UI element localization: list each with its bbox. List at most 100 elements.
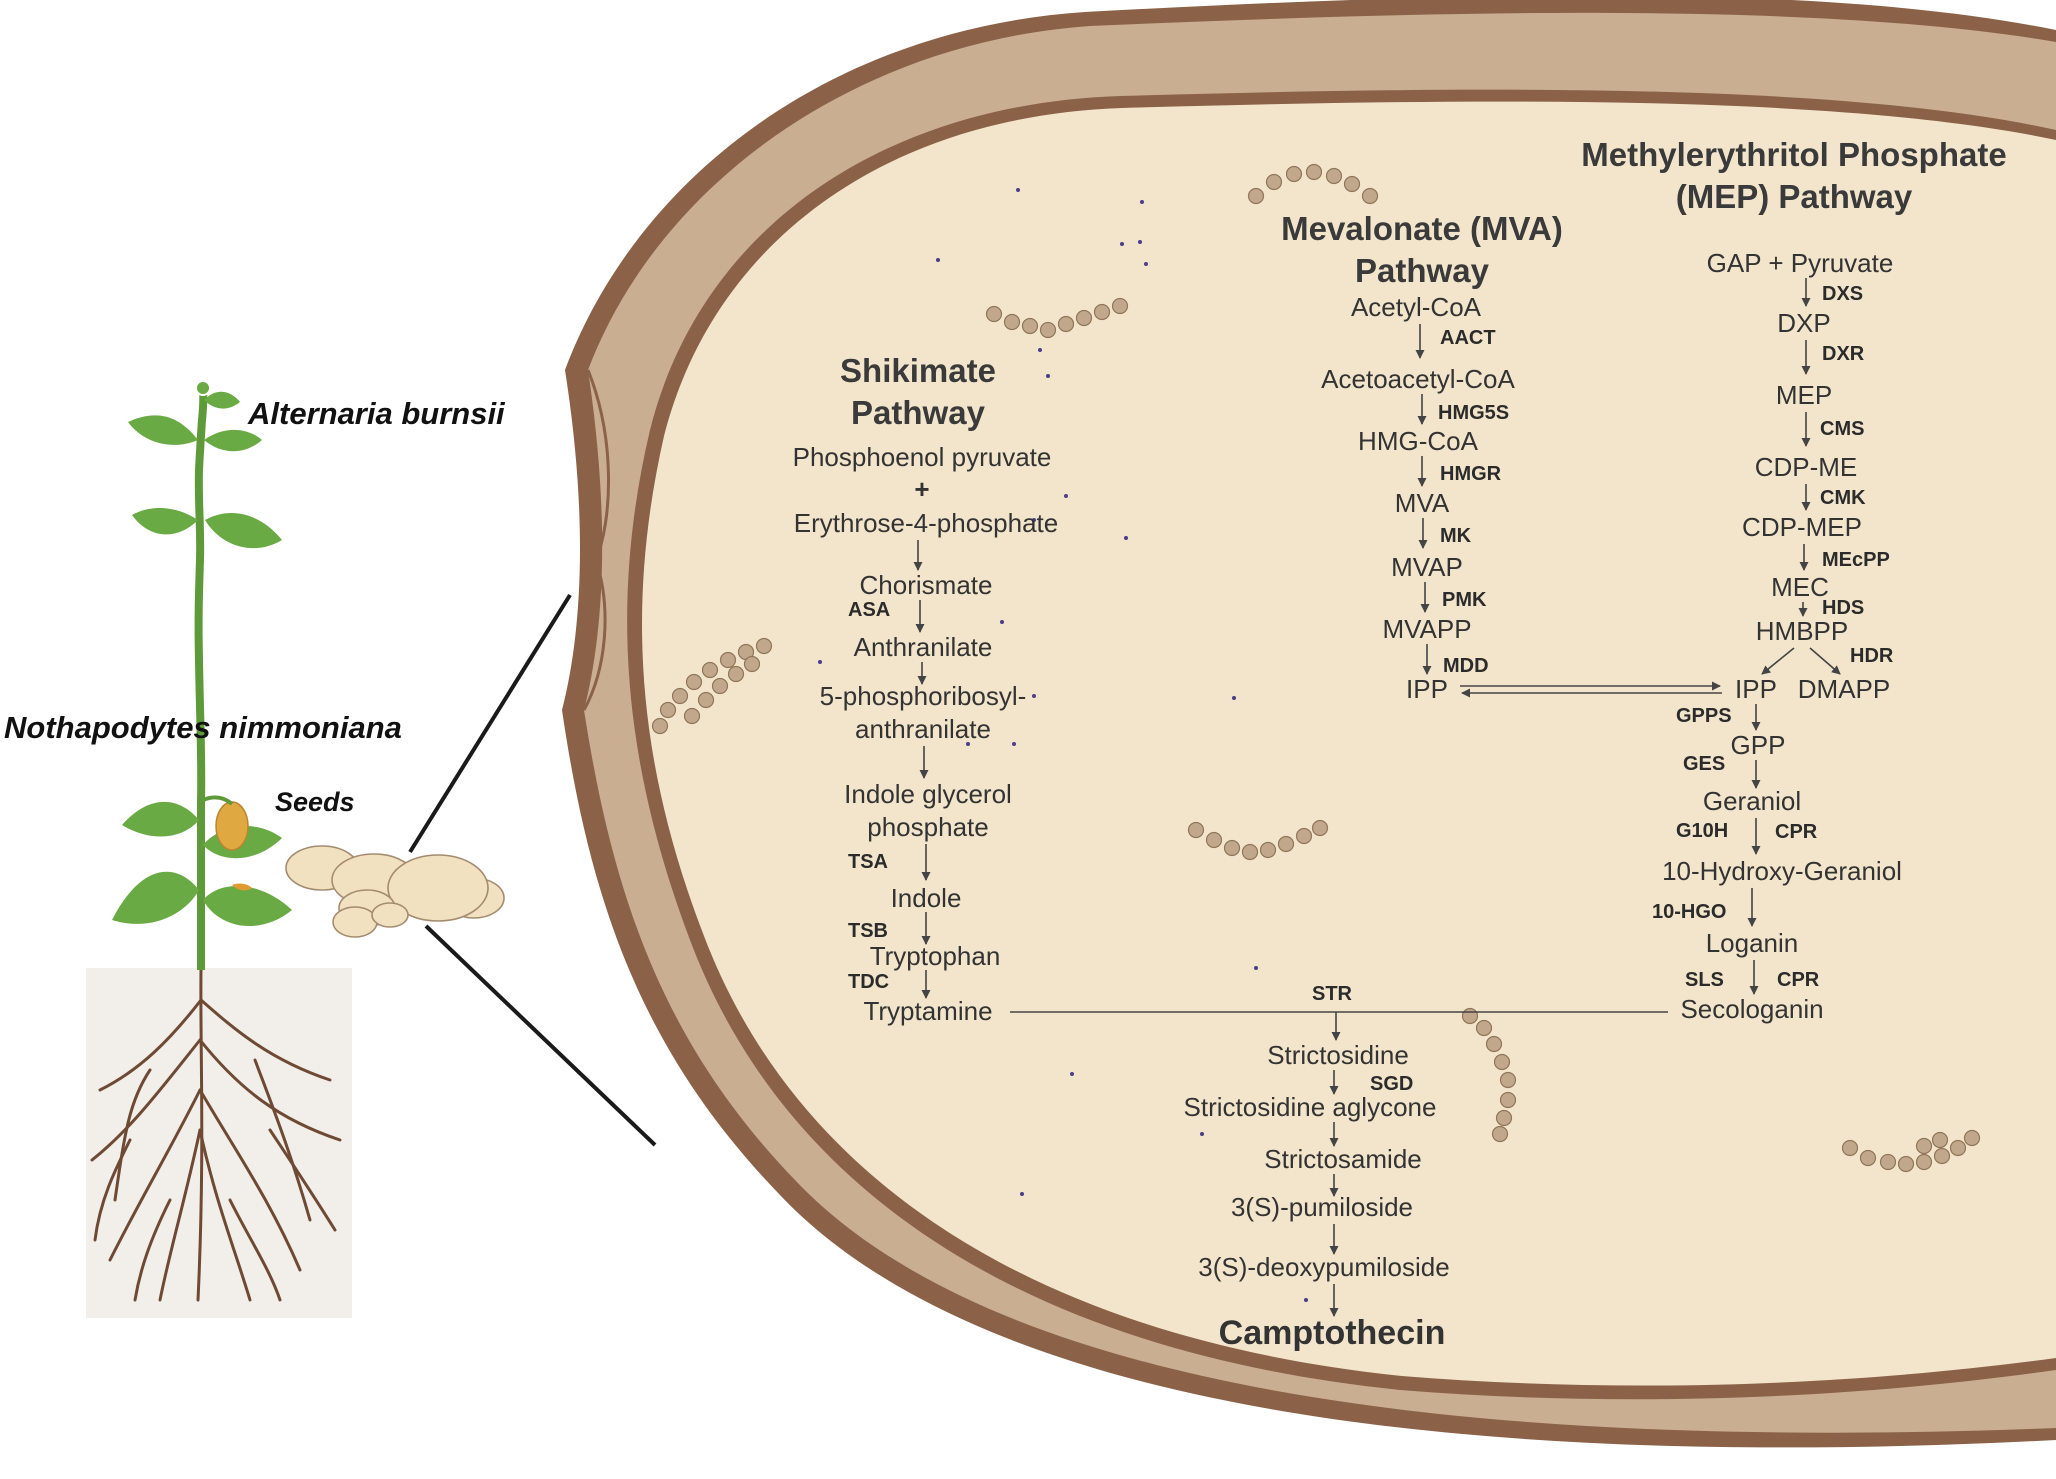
leaf-top-right (204, 391, 240, 409)
met-ipp-mva: IPP (1406, 674, 1448, 704)
granule (1485, 1035, 1503, 1053)
met-chorismate: Chorismate (860, 570, 993, 600)
enz-dxs: DXS (1822, 283, 1863, 305)
met-tryptophan: Tryptophan (870, 941, 1001, 971)
shikimate-title-line1: Shikimate (840, 352, 996, 389)
granule (685, 673, 703, 691)
met-phosphoribosyl-anthranilate-1: 5-phosphoribosyl- (820, 681, 1027, 711)
cytoplasm-dot (1254, 966, 1258, 970)
granule (1111, 297, 1129, 315)
granule (1093, 303, 1111, 321)
met-acetoacetyl-coa: Acetoacetyl-CoA (1321, 364, 1515, 394)
granule (1205, 831, 1223, 849)
shikimate-pathway: Phosphoenol pyruvate + Erythrose-4-phosp… (793, 442, 1059, 1026)
granule (1841, 1139, 1859, 1157)
cytoplasm-dot (1120, 242, 1124, 246)
met-indole-glycerol-phosphate-1: Indole glycerol (844, 779, 1012, 809)
enz-dxr: DXR (1822, 343, 1865, 365)
granule (1277, 835, 1295, 853)
cytoplasm-dot (1304, 1298, 1308, 1302)
cytoplasm-dot (1232, 696, 1236, 700)
mep-pathway: GAP + Pyruvate DXP MEP CDP-ME CDP-MEP ME… (1707, 248, 1894, 704)
seed-7 (371, 902, 409, 928)
granule (743, 655, 761, 673)
enz-str: STR (1312, 983, 1353, 1005)
met-hmg-coa: HMG-CoA (1358, 426, 1479, 456)
leaf-side-right (205, 512, 282, 549)
met-erythrose-4-phosphate: Erythrose-4-phosphate (794, 508, 1058, 538)
enz-sls: SLS (1685, 969, 1724, 991)
enz-sgd: SGD (1370, 1073, 1413, 1095)
shikimate-title: Shikimate Pathway (840, 352, 996, 431)
enz-hdr: HDR (1850, 645, 1894, 667)
met-pumiloside: 3(S)-pumiloside (1231, 1192, 1413, 1222)
enz-gpps: GPPS (1676, 705, 1732, 727)
granule (1223, 839, 1241, 857)
granule (1499, 1071, 1517, 1089)
cytoplasm-dot (936, 258, 940, 262)
met-deoxypumiloside: 3(S)-deoxypumiloside (1198, 1252, 1449, 1282)
granule (1285, 165, 1303, 183)
seed-cluster (285, 845, 505, 938)
leaf-side-left (132, 508, 198, 535)
granule (1187, 821, 1205, 839)
cytoplasm-dot (1140, 200, 1144, 204)
granule (1499, 1091, 1517, 1109)
fungus-name-label: Alternaria burnsii (247, 396, 506, 431)
granule (651, 717, 669, 735)
leaf-lower-left (112, 871, 199, 924)
mva-title-line2: Pathway (1355, 252, 1490, 289)
granule (1265, 173, 1283, 191)
granule (683, 707, 701, 725)
granule (1915, 1153, 1933, 1171)
small-fruit (232, 883, 252, 891)
enz-asa: ASA (848, 599, 890, 621)
plant-name-label: Nothapodytes nimmoniana (4, 710, 402, 745)
roots (90, 968, 342, 1302)
met-loganin: Loganin (1706, 928, 1799, 958)
granule (1491, 1125, 1509, 1143)
shikimate-title-line2: Pathway (851, 394, 986, 431)
granule (1495, 1109, 1513, 1127)
granule (985, 305, 1003, 323)
met-dxp: DXP (1777, 308, 1830, 338)
cytoplasm-dot (1016, 188, 1020, 192)
fungal-cell (562, 0, 2056, 1448)
enz-tdc: TDC (848, 971, 889, 993)
seed-pod (215, 801, 249, 851)
enz-hds: HDS (1822, 597, 1864, 619)
met-indole-glycerol-phosphate-2: phosphate (867, 812, 988, 842)
cytoplasm-dot (1200, 1132, 1204, 1136)
cytoplasm-dot (1064, 494, 1068, 498)
granule (1075, 309, 1093, 327)
granule (1021, 317, 1039, 335)
granule (1879, 1153, 1897, 1171)
met-gap-pyruvate: GAP + Pyruvate (1707, 248, 1894, 278)
met-mvapp: MVAPP (1382, 614, 1471, 644)
enz-aact: AACT (1440, 327, 1496, 349)
met-tryptamine: Tryptamine (863, 996, 992, 1026)
cytoplasm-dot (1038, 348, 1042, 352)
plant-illustration (86, 380, 352, 1318)
mep-title: Methylerythritol Phosphate (MEP) Pathway (1581, 136, 2006, 215)
met-strictosamide: Strictosamide (1264, 1144, 1422, 1174)
met-camptothecin: Camptothecin (1219, 1314, 1446, 1352)
enz-pmk: PMK (1442, 589, 1487, 611)
cytoplasm-dot (818, 660, 822, 664)
arrow-hmbpp-dmapp (1809, 647, 1841, 675)
zoom-line-top (408, 593, 572, 854)
met-indole: Indole (891, 883, 962, 913)
cytoplasm-dot (1020, 1192, 1024, 1196)
cytoplasm-dot (1032, 518, 1036, 522)
granule (701, 661, 719, 679)
granule (1949, 1139, 1967, 1157)
enz-tsa: TSA (848, 851, 888, 873)
granule (1859, 1149, 1877, 1167)
leaf-lower-right (203, 886, 292, 927)
met-strictosidine-aglycone: Strictosidine aglycone (1184, 1092, 1437, 1122)
granule (1493, 1053, 1511, 1071)
leaf-upper-right (204, 429, 262, 452)
met-anthranilate: Anthranilate (854, 632, 993, 662)
enz-10-hgo: 10-HGO (1652, 901, 1726, 923)
met-mec: MEC (1771, 572, 1829, 602)
